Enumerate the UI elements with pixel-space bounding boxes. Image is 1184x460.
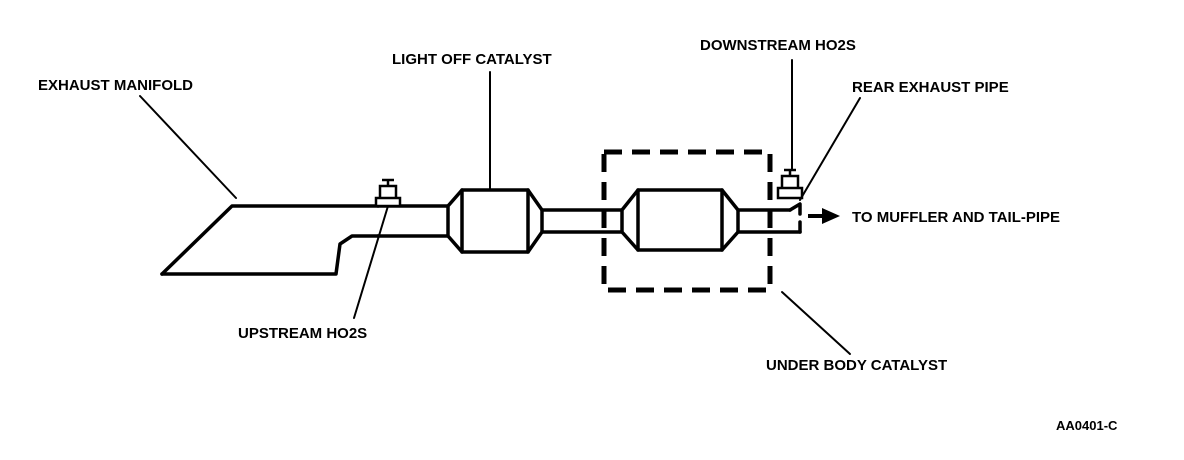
downstream-ho2s-icon — [776, 168, 804, 200]
under-body-catalyst-leader — [781, 291, 851, 355]
exhaust-manifold-outline — [160, 204, 380, 276]
label-upstream-ho2s: UPSTREAM HO2S — [238, 325, 367, 342]
label-light-off-catalyst: LIGHT OFF CATALYST — [392, 51, 552, 68]
figure-code: AA0401-C — [1056, 418, 1118, 433]
exhaust-manifold-leader — [139, 95, 237, 199]
label-exhaust-manifold: EXHAUST MANIFOLD — [38, 77, 193, 94]
exhaust-manifold-lower — [160, 234, 380, 276]
upstream-ho2s-leader — [353, 205, 389, 319]
label-downstream-ho2s: DOWNSTREAM HO2S — [700, 37, 856, 54]
flow-arrow-icon — [808, 208, 840, 224]
label-under-body-catalyst: UNDER BODY CATALYST — [766, 357, 947, 374]
label-to-muffler: TO MUFFLER AND TAIL-PIPE — [852, 209, 1060, 226]
rear-pipe-end — [788, 202, 802, 234]
rear-exhaust-pipe-leader — [799, 97, 861, 201]
under-body-catalyst-highlight-box — [601, 149, 773, 293]
label-rear-exhaust-pipe: REAR EXHAUST PIPE — [852, 79, 1009, 96]
upstream-ho2s-icon — [374, 178, 402, 208]
